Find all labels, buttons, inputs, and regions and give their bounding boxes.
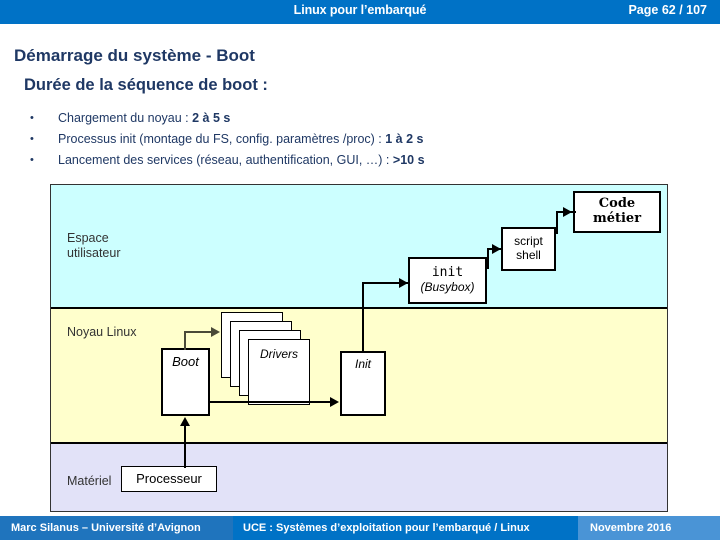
page-subtitle: Durée de la séquence de boot : — [24, 76, 268, 94]
list-item: • Processus init (montage du FS, config.… — [30, 129, 670, 150]
box-boot: Boot — [161, 348, 210, 416]
connector-boot-to-drivers-v — [184, 331, 186, 350]
layer-label-kernel: Noyau Linux — [67, 325, 137, 339]
box-processeur: Processeur — [121, 466, 217, 492]
footer-date: Novembre 2016 — [578, 516, 720, 540]
connector-cpu-riser-kernel — [184, 426, 186, 444]
box-init-busybox: init (Busybox) — [408, 257, 487, 304]
box-drivers: Drivers — [248, 339, 310, 405]
list-item-text: Lancement des services (réseau, authenti… — [58, 153, 425, 167]
box-script-shell: script shell — [501, 227, 556, 271]
footer-author: Marc Silanus – Université d’Avignon — [0, 516, 233, 540]
bullet-icon: • — [30, 133, 34, 145]
connector-kernel-init-riser — [362, 283, 364, 309]
arrowhead-script-to-code — [563, 207, 572, 217]
connector-script-to-code-v — [556, 212, 558, 234]
arrowhead-boot-to-init — [330, 397, 339, 407]
layer-label-user-space: Espace utilisateur — [67, 231, 121, 260]
bullet-icon: • — [30, 112, 34, 124]
list-item-value: 2 à 5 s — [192, 111, 231, 125]
arrowhead-boot-to-drivers — [211, 327, 220, 337]
header-title: Linux pour l’embarqué — [293, 3, 427, 17]
boot-architecture-diagram: Espace utilisateur Code métier script sh… — [50, 184, 668, 512]
connector-boot-to-drivers-h — [184, 331, 216, 333]
box-init-busybox-sub: (Busybox) — [420, 280, 475, 295]
footer-course: UCE : Systèmes d’exploitation pour l’emb… — [233, 516, 578, 540]
list-item-text: Processus init (montage du FS, config. p… — [58, 132, 424, 146]
connector-init-up — [362, 309, 364, 351]
page-title: Démarrage du système - Boot — [14, 46, 255, 65]
arrowhead-cpu-to-boot — [180, 417, 190, 426]
arrowhead-init-to-script — [492, 244, 501, 254]
list-item: • Chargement du noyau : 2 à 5 s — [30, 108, 670, 129]
layer-kernel-space: Noyau Linux Boot Drivers Init — [51, 309, 667, 444]
bullet-list: • Chargement du noyau : 2 à 5 s • Proces… — [30, 108, 670, 171]
list-item: • Lancement des services (réseau, authen… — [30, 150, 670, 171]
box-code-metier: Code métier — [573, 191, 661, 233]
layer-label-hardware: Matériel — [67, 474, 112, 488]
list-item-value: >10 s — [392, 153, 425, 167]
connector-kernel-init-h — [362, 282, 410, 284]
layer-user-space: Espace utilisateur Code métier script sh… — [51, 185, 667, 309]
list-item-value: 1 à 2 s — [385, 132, 424, 146]
box-init-busybox-name: init — [431, 265, 464, 281]
layer-hardware: Matériel Processeur — [51, 444, 667, 511]
connector-boot-to-init — [210, 401, 334, 403]
header-page-number: Page 62 / 107 — [628, 3, 707, 17]
box-init-kernel: Init — [340, 351, 386, 416]
connector-init-to-script-v — [487, 249, 489, 269]
header-bar — [0, 0, 720, 24]
connector-cpu-riser-hw — [184, 444, 186, 468]
arrowhead-to-user-init — [399, 278, 408, 288]
list-item-text: Chargement du noyau : 2 à 5 s — [58, 111, 231, 125]
footer: Marc Silanus – Université d’Avignon UCE … — [0, 516, 720, 540]
bullet-icon: • — [30, 154, 34, 166]
